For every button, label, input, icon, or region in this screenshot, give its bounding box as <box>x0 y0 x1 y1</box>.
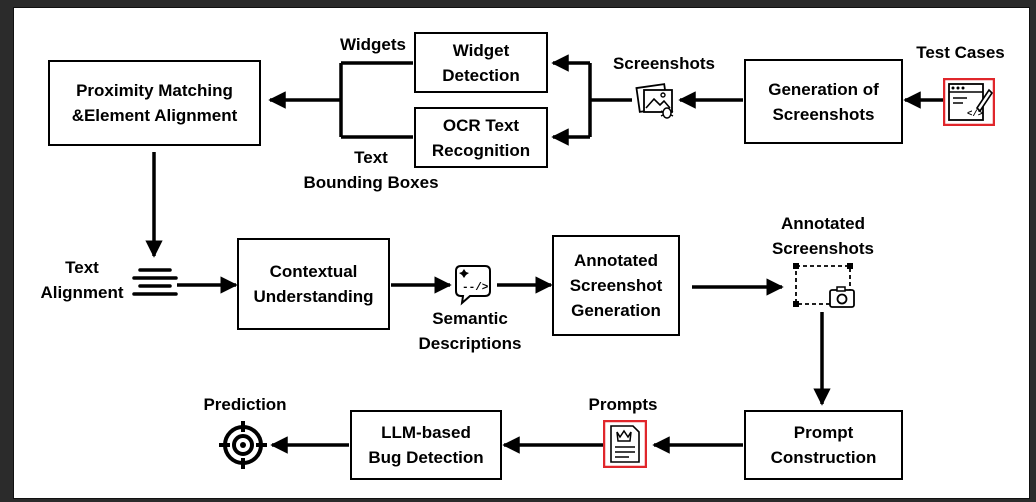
widgets-label: Widgets <box>340 35 406 54</box>
svg-text:</>: </> <box>967 109 983 119</box>
annotated-screenshots-label: Annotated Screenshots <box>771 214 875 258</box>
contextual-understanding-box: Contextual Understanding <box>237 238 390 330</box>
image-bug-icon <box>635 83 674 119</box>
text-alignment-label: Text Alignment <box>40 258 124 302</box>
proximity-matching-box: Proximity Matching &Element Alignment <box>48 60 261 146</box>
target-icon <box>219 421 267 469</box>
test-cases-label: Test Cases <box>916 43 1005 62</box>
widget-detection-box: Widget Detection <box>414 32 548 93</box>
prediction-label: Prediction <box>203 395 287 414</box>
semantic-descriptions-label: Semantic Descriptions <box>418 309 522 353</box>
chat-code-icon: --/> <box>455 265 491 306</box>
ocr-text-recognition-box: OCR Text Recognition <box>414 107 548 168</box>
annotated-screenshot-generation-box: Annotated Screenshot Generation <box>552 235 680 336</box>
prompt-construction-box: Prompt Construction <box>744 410 903 480</box>
generation-of-screenshots-box: Generation of Screenshots <box>744 59 903 144</box>
prompts-label: Prompts <box>588 395 658 414</box>
text-lines-icon <box>132 268 178 296</box>
svg-text:--/>: --/> <box>462 282 489 294</box>
camera-frame-icon <box>793 263 855 308</box>
screenshots-label: Screenshots <box>612 54 716 73</box>
prompt-document-icon <box>603 420 647 468</box>
llm-bug-detection-box: LLM-based Bug Detection <box>350 410 502 480</box>
code-document-icon: </> <box>943 78 995 126</box>
text-bounding-boxes-label: Text Bounding Boxes <box>303 148 439 192</box>
